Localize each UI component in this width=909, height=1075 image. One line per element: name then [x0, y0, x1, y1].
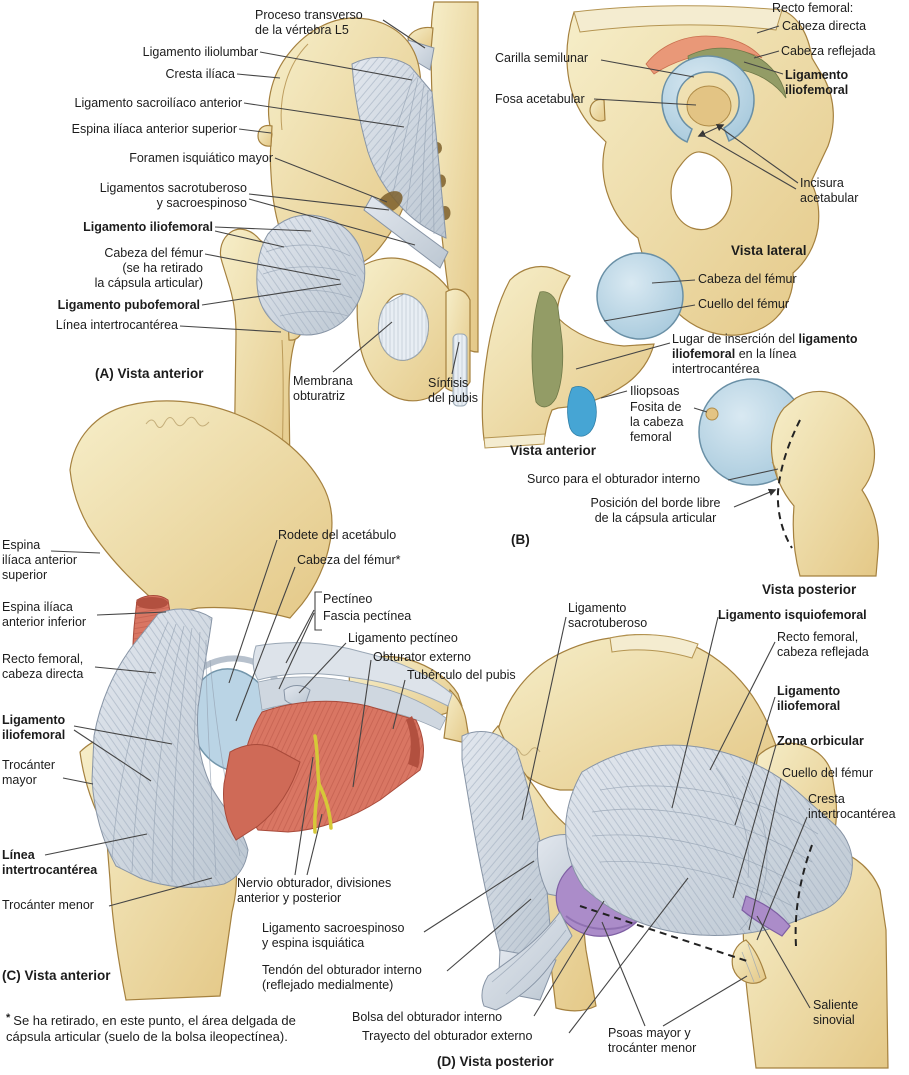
label-cuello-femur-b: Cuello del fémur [698, 297, 790, 311]
label-ligamento-sacroespinoso: Ligamento sacroespinoso y espina isquiát… [262, 921, 405, 950]
label-membrana-obturatriz: Membrana obturatriz [293, 374, 353, 403]
label-ligamentos-sacrotuberoso: Ligamentos sacrotuberoso y sacroespinoso [99, 181, 247, 210]
label-tendon-obturador-interno: Tendón del obturador interno (reflejado … [262, 963, 422, 992]
label-tuberculo-pubis: Tubérculo del pubis [407, 668, 516, 682]
label-fosita-cabeza-femoral: Fosita de la cabeza femoral [630, 400, 684, 444]
caption-vista-posterior-b: Vista posterior [762, 582, 857, 597]
label-cresta-intertrocanterea: Cresta intertrocantérea [808, 792, 896, 821]
label-ligamento-iliofemoral-b: Ligamento iliofemoral [785, 68, 849, 97]
label-lugar-insercion: Lugar de inserción del ligamento iliofem… [672, 332, 887, 377]
label-ligamento-pectineo: Ligamento pectíneo [348, 631, 458, 645]
label-linea-intertrocanterea-c: Línea intertrocantérea [2, 848, 98, 877]
artist-signature [145, 416, 210, 428]
label-nervio-obturador: Nervio obturador, divisiones anterior y … [237, 876, 392, 905]
label-proceso-transverso: Proceso transverso de la vértebra L5 [255, 8, 363, 37]
caption-panel-d: (D) Vista posterior [437, 1054, 554, 1069]
label-recto-femoral-header: Recto femoral: [772, 1, 854, 15]
caption-panel-c: (C) Vista anterior [2, 968, 111, 983]
label-ligamento-isquiofemoral: Ligamento isquiofemoral [718, 608, 867, 622]
label-surco-obturador: Surco para el obturador interno [527, 472, 701, 486]
label-cabeza-directa: Cabeza directa [782, 19, 867, 33]
label-sinfisis-pubis: Sínfisis del pubis [428, 376, 479, 405]
footnote-text: Se ha retirado, en este punto, el área d… [6, 1013, 296, 1044]
label-cabeza-reflejada-b: Cabeza reflejada [781, 44, 876, 58]
label-cabeza-femur-b: Cabeza del fémur [698, 272, 797, 286]
label-espina-iliaca-ant-sup-a: Espina ilíaca anterior superior [71, 122, 237, 136]
label-incisura-acetabular: Incisura acetabular [800, 176, 859, 205]
label-recto-femoral-d: Recto femoral, cabeza reflejada [777, 630, 869, 659]
label-psoas-mayor: Psoas mayor y trocánter menor [608, 1026, 697, 1055]
label-fascia-pectinea: Fascia pectínea [323, 609, 412, 623]
label-cabeza-femur-a: Cabeza del fémur (se ha retirado la cáps… [94, 246, 203, 290]
label-carilla-semilunar: Carilla semilunar [495, 51, 589, 65]
panel-a-art [219, 1, 479, 473]
panel-d-art [461, 633, 889, 1069]
label-espina-iliaca-inferior-c: Espina ilíaca anterior inferior [2, 600, 87, 629]
label-trocanter-menor: Trocánter menor [2, 898, 94, 912]
label-cuello-femur-d: Cuello del fémur [782, 766, 874, 780]
label-linea-intertrocanterea-a: Línea intertrocantérea [55, 318, 178, 332]
panel-b-lateral-art [566, 5, 834, 336]
footnote: *Se ha retirado, en este punto, el área … [6, 1010, 338, 1045]
label-saliente-sinovial: Saliente sinovial [813, 998, 859, 1027]
label-trayecto-obturador-externo: Trayecto del obturador externo [362, 1029, 533, 1043]
label-ligamento-iliolumbar: Ligamento iliolumbar [142, 45, 258, 59]
lugar-text-3: en la línea intertrocantérea [672, 347, 797, 376]
panel-c-art [69, 400, 471, 1001]
panel-b-anterior-art [481, 252, 684, 449]
label-cabeza-femur-c: Cabeza del fémur* [297, 553, 401, 567]
caption-vista-anterior-b: Vista anterior [510, 443, 597, 458]
caption-panel-b-tag: (B) [511, 532, 530, 547]
lugar-text-2: ligamento iliofemoral [672, 332, 858, 361]
label-ligamento-sacroiliaco: Ligamento sacroilíaco anterior [74, 96, 242, 110]
panel-b-posterior-art [698, 378, 879, 577]
lugar-text-1: Lugar de inserción del [672, 332, 799, 346]
label-foramen-isquiatico: Foramen isquiático mayor [129, 151, 273, 165]
label-espina-iliaca-superior-c: Espina ilíaca anterior superior [2, 538, 78, 582]
label-bolsa-obturador-interno: Bolsa del obturador interno [352, 1010, 503, 1024]
label-iliopsoas: Iliopsoas [630, 384, 680, 398]
label-ligamento-iliofemoral-c: Ligamento iliofemoral [2, 713, 66, 742]
label-cresta-iliaca: Cresta ilíaca [165, 67, 235, 81]
footnote-star: * [6, 1012, 11, 1024]
label-ligamento-iliofemoral-a: Ligamento iliofemoral [83, 220, 213, 234]
label-rodete-acetabulo: Rodete del acetábulo [278, 528, 397, 542]
label-posicion-borde-libre: Posición del borde libre de la cápsula a… [590, 496, 721, 525]
label-ligamento-pubofemoral: Ligamento pubofemoral [57, 298, 200, 312]
label-trocanter-mayor: Trocánter mayor [2, 758, 56, 787]
caption-vista-lateral: Vista lateral [731, 243, 807, 258]
label-ligamento-iliofemoral-d: Ligamento iliofemoral [777, 684, 841, 713]
label-ligamento-sacrotuberoso-d: Ligamento sacrotuberoso [568, 601, 648, 630]
label-zona-orbicular: Zona orbicular [777, 734, 864, 748]
label-fosa-acetabular: Fosa acetabular [495, 92, 585, 106]
label-obturator-externo: Obturator externo [373, 650, 471, 664]
label-recto-femoral-c: Recto femoral, cabeza directa [2, 652, 84, 681]
caption-panel-a: (A) Vista anterior [95, 366, 204, 381]
leader-lines [44, 19, 811, 1034]
label-pectineo: Pectíneo [323, 592, 373, 606]
